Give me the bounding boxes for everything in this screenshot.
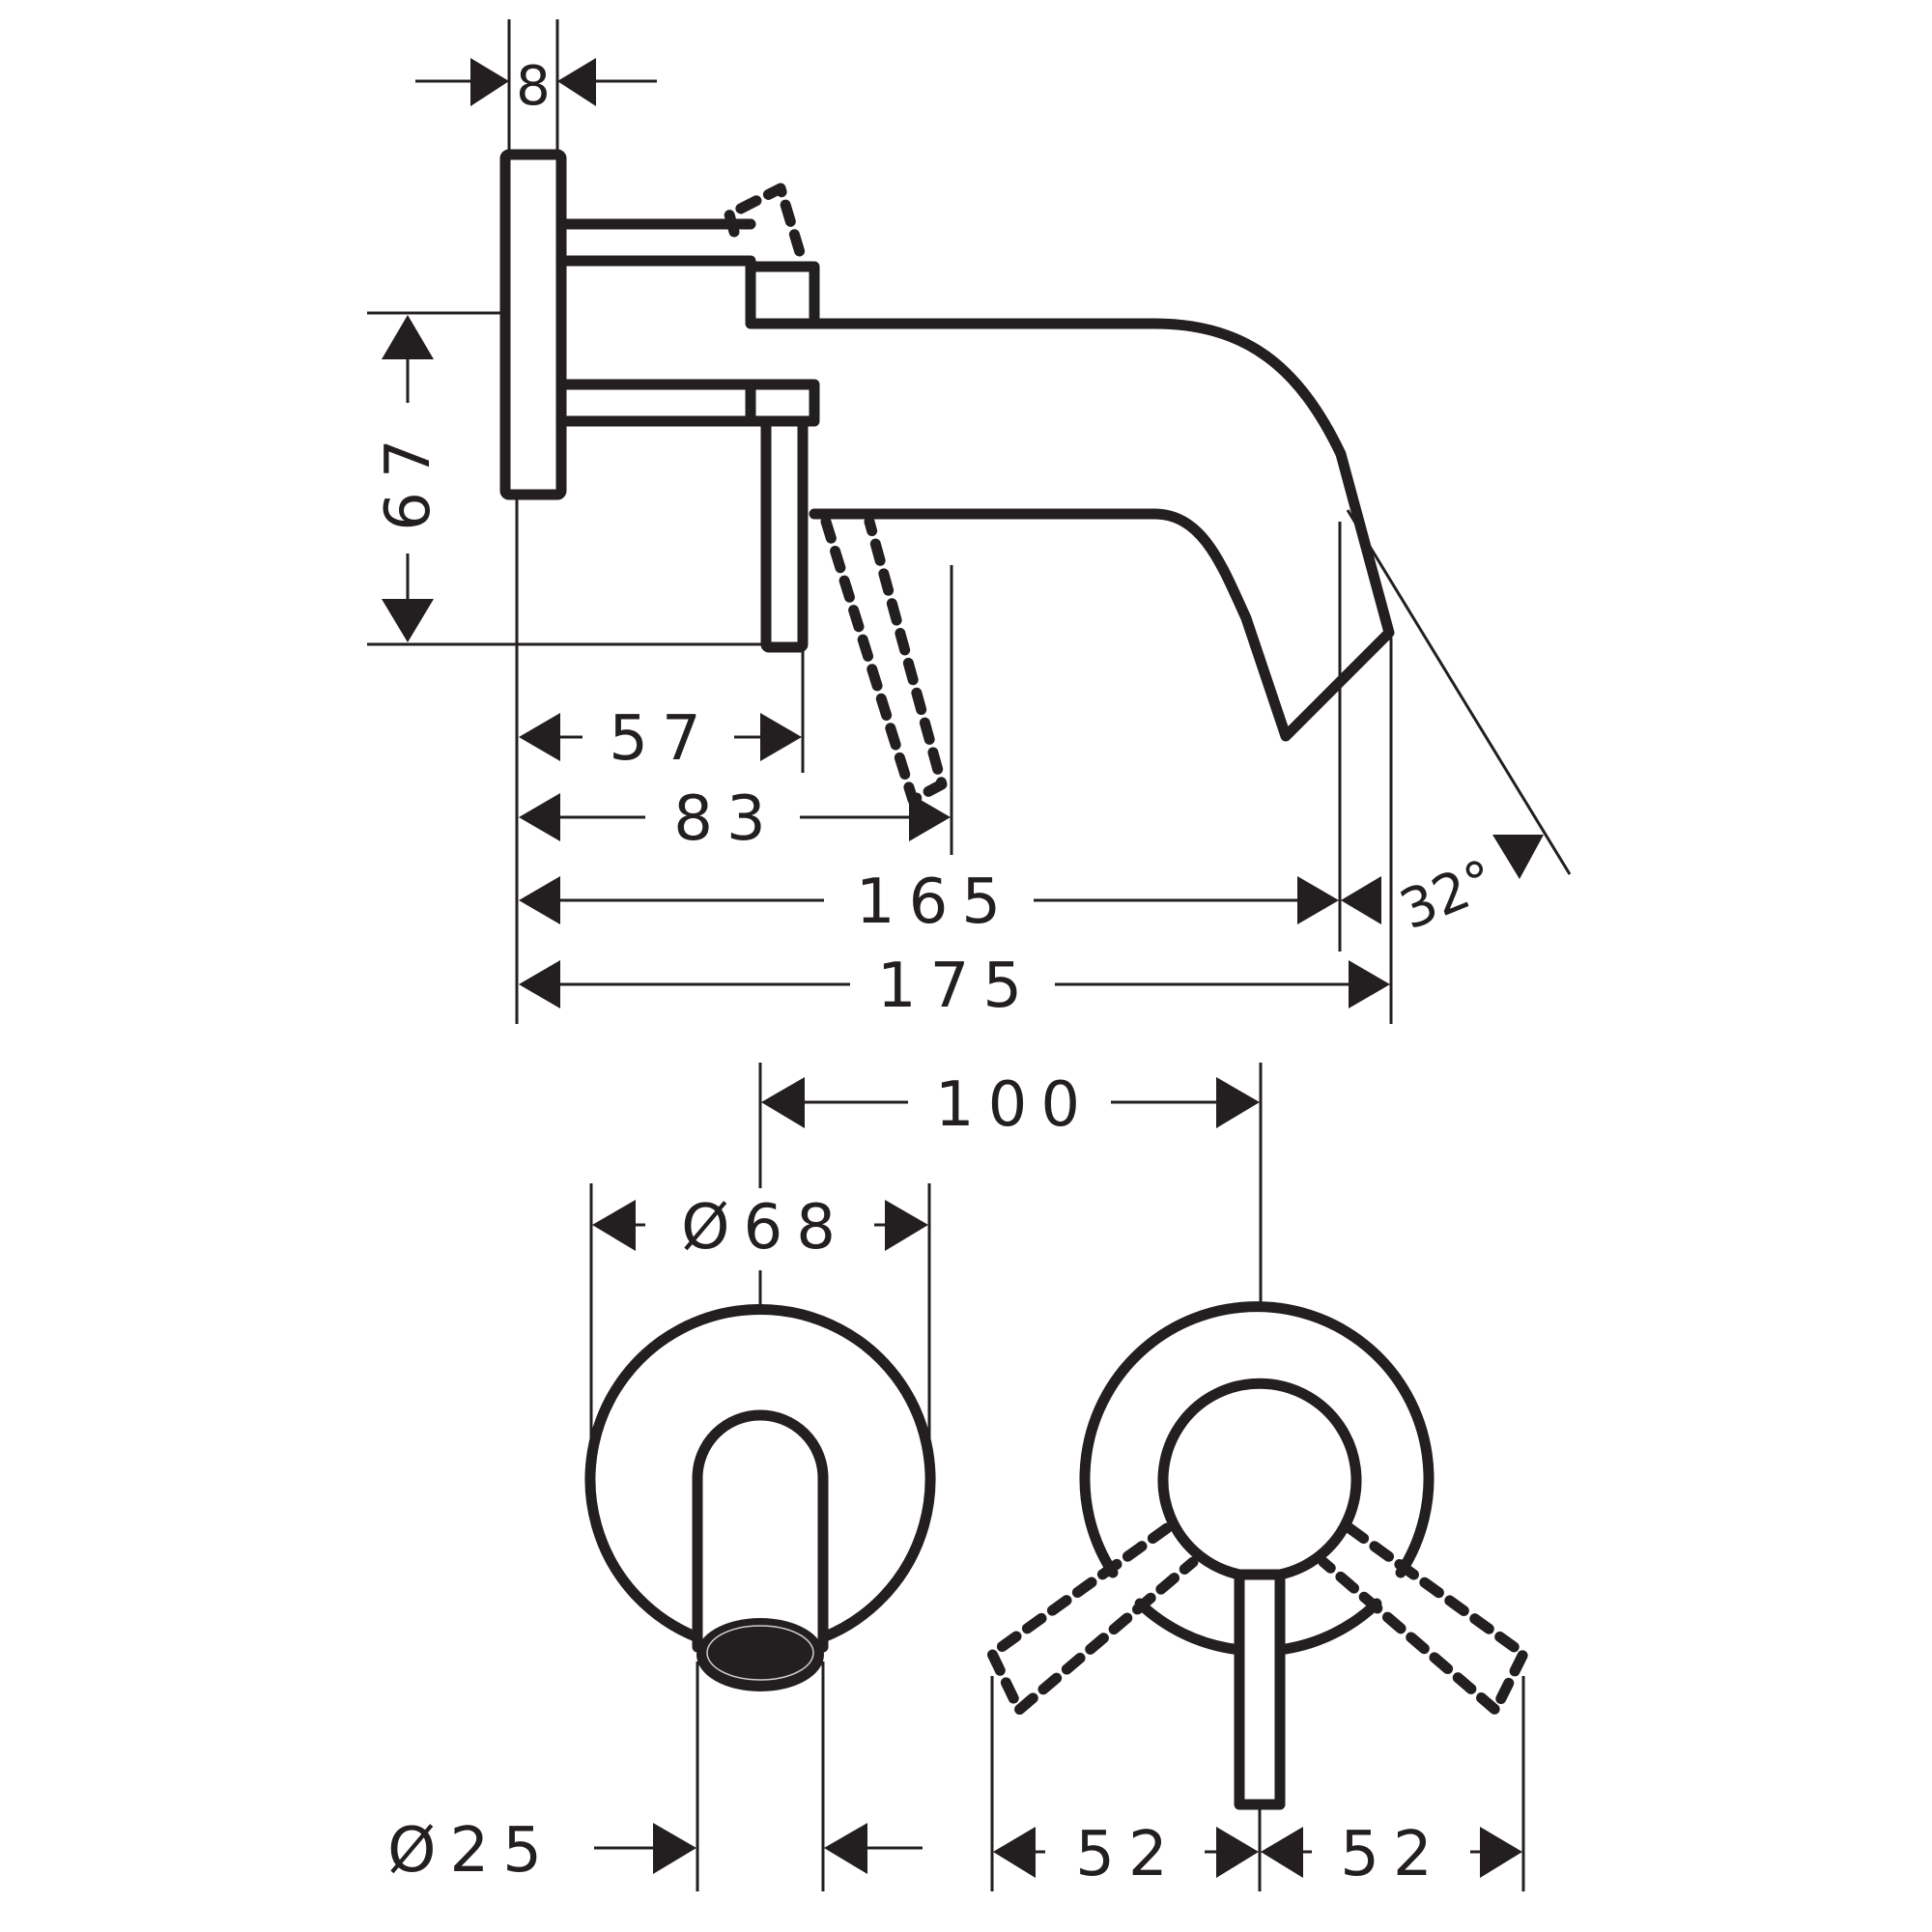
dim-100-left-arrow [761,1077,805,1128]
angle-line-32 [1346,509,1572,875]
lever-hub-bottom [745,379,820,427]
dim-175-left-arrow [519,960,560,1009]
dim-lever-distance: 57 [609,703,714,775]
spout-outlet [696,1618,824,1691]
dim-lever-swing-left: 52 [1075,1819,1180,1890]
mixer-plate-lower-right [1280,1598,1382,1655]
lever-swung-dashed [820,516,948,806]
dim-plate-thickness: 8 [516,55,551,118]
dim-spout-angle: 32° [1391,848,1503,942]
lever-hub [1157,1378,1362,1580]
lever-handle [760,415,809,653]
dim-68-left-arrow [592,1200,636,1251]
lever-hub-top [745,261,820,329]
side-view: 8 67 57 83 165 175 32° [367,19,1572,1024]
dim-165-right-arrow [1297,876,1339,924]
lever-handle-front [1234,1569,1286,1810]
dim-25-right-arrow [824,1823,867,1874]
dim-68-right-arrow [885,1200,928,1251]
dim-67-top-arrow [382,315,434,359]
dim-lever-swing-right: 52 [1340,1819,1445,1890]
lever-swing-left-dashed [986,1522,1199,1716]
dim-8-right-arrow [557,58,596,106]
lever-open-top-dashed [724,183,808,265]
dim-52b-left-arrow [1261,1827,1303,1878]
dim-plate-diameter: Ø68 [681,1192,849,1264]
spout-outlet-highlight [706,1625,814,1681]
dim-center-distance: 100 [935,1069,1094,1141]
dim-67-bottom-arrow [382,599,434,642]
upper-body-pipe [555,218,756,267]
wall-plate [499,149,567,500]
dim-total-projection: 175 [877,951,1036,1022]
dim-175-right-arrow [1349,960,1390,1009]
dim-spout-diameter: Ø25 [387,1815,555,1887]
dim-57-right-arrow [760,713,802,761]
dim-83-right-arrow [909,793,951,841]
dim-lever-open: 83 [673,783,779,855]
dim-52a-left-arrow [993,1827,1036,1878]
lever-swing-right-dashed [1318,1522,1529,1716]
dim-83-left-arrow [519,793,560,841]
spout-front [692,1409,829,1653]
dim-25-left-arrow [653,1823,696,1874]
dim-100-right-arrow [1216,1077,1260,1128]
dim-8-left-arrow [470,58,509,106]
mixer-plate-lower-left [1134,1598,1239,1655]
spout-body [809,318,1395,742]
dim-52a-right-arrow [1216,1827,1259,1878]
dim-52b-right-arrow [1480,1827,1522,1878]
spout-plate [584,1303,936,1643]
dim-165-left-arrow [519,876,560,924]
dim-57-left-arrow [519,713,560,761]
dim-spout-projection: 165 [856,867,1014,938]
front-view: 100 Ø68 Ø25 [387,1063,1529,1891]
dim-height: 67 [373,425,444,530]
lower-body-pipe [555,379,756,427]
mixer-plate [1079,1301,1435,1578]
dim-angle-arrow [1492,835,1544,879]
dim-32-arrow [1341,876,1381,924]
